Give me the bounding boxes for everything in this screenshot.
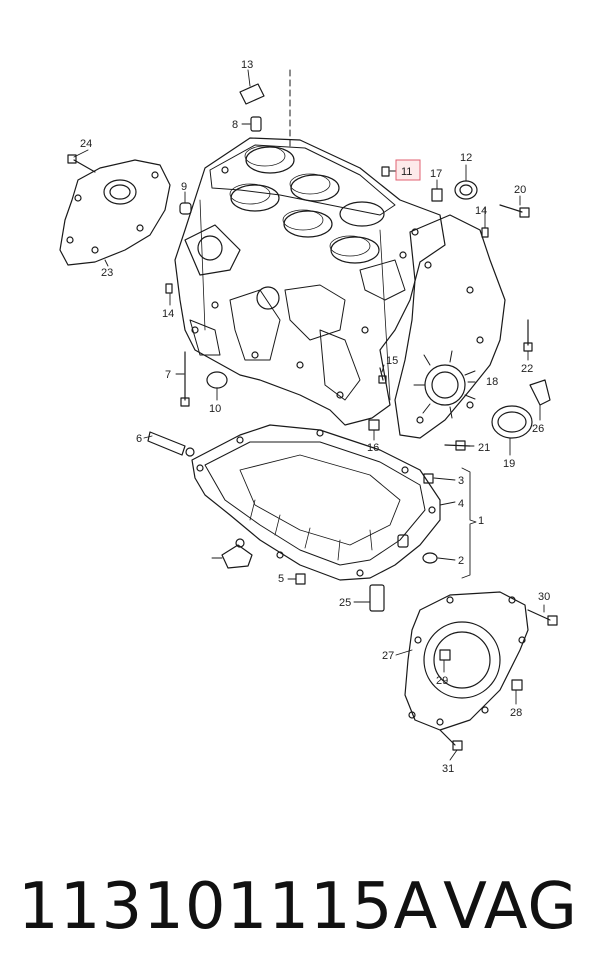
brand-name: VAG xyxy=(443,870,578,944)
callout-26: 26 xyxy=(532,423,544,435)
callout-24: 24 xyxy=(80,138,92,150)
callout-3: 3 xyxy=(458,475,464,487)
callout-labels: 1 2 3 4 5 6 7 8 9 10 11 12 13 14 14 15 1… xyxy=(80,59,550,775)
callout-8: 8 xyxy=(232,119,238,131)
callout-9: 9 xyxy=(181,181,187,193)
callout-13: 13 xyxy=(241,59,253,71)
rear-seal-flange xyxy=(404,591,529,731)
callout-1: 1 xyxy=(478,515,484,527)
callout-2: 2 xyxy=(458,555,464,567)
callout-15: 15 xyxy=(386,355,398,367)
callout-28: 28 xyxy=(510,707,522,719)
callout-25: 25 xyxy=(339,597,351,609)
callout-17: 17 xyxy=(430,168,442,180)
callout-20: 20 xyxy=(514,184,526,196)
callout-23: 23 xyxy=(101,267,113,279)
cylinder-block xyxy=(174,137,446,426)
callout-29: 29 xyxy=(436,675,448,687)
part-number: 113101115A xyxy=(18,870,439,944)
seal-cover-plate xyxy=(59,154,171,266)
leader-lines xyxy=(73,69,545,761)
callout-21: 21 xyxy=(478,442,490,454)
timing-cover xyxy=(394,214,506,439)
callout-6: 6 xyxy=(136,433,142,445)
callout-14-left: 14 xyxy=(162,308,174,320)
callout-27: 27 xyxy=(382,650,394,662)
oil-seal xyxy=(491,405,533,439)
callout-11: 11 xyxy=(401,166,412,178)
engine-block-exploded-diagram: 1 2 3 4 5 6 7 8 9 10 11 12 13 14 14 15 1… xyxy=(59,59,558,775)
callout-10: 10 xyxy=(209,403,221,415)
part-title: 113101115A VAG xyxy=(0,852,600,962)
callout-4: 4 xyxy=(458,498,464,510)
callout-22: 22 xyxy=(521,363,533,375)
callout-7: 7 xyxy=(165,369,171,381)
small-parts xyxy=(147,83,558,751)
callout-30: 30 xyxy=(538,591,550,603)
callout-19: 19 xyxy=(503,458,515,470)
callout-5: 5 xyxy=(278,573,284,585)
callout-31: 31 xyxy=(442,763,454,775)
callout-14-right: 14 xyxy=(475,205,487,217)
callout-11-highlight xyxy=(395,159,421,181)
callout-12: 12 xyxy=(460,152,472,164)
callout-16: 16 xyxy=(367,442,379,454)
oil-pan xyxy=(191,424,441,581)
callout-18: 18 xyxy=(486,376,498,388)
